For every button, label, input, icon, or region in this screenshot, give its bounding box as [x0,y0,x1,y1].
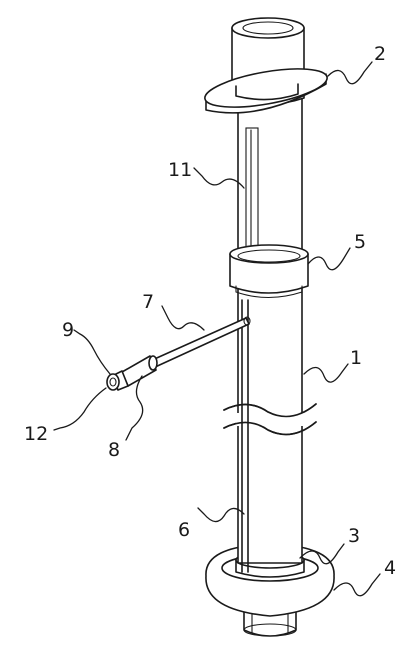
leader-12 [53,387,107,431]
sliding-sleeve [229,244,309,298]
top-flange [204,68,328,114]
label-4: 4 [384,557,396,579]
probe-arm [149,316,251,369]
label-11: 11 [168,159,192,181]
leader-11 [193,167,245,189]
leader-3 [299,543,345,565]
leader-5 [307,247,351,271]
label-8: 8 [108,439,120,461]
vertical-rod [241,299,249,573]
label-6: 6 [178,519,190,541]
label-9: 9 [62,319,74,341]
label-7: 7 [142,291,154,313]
probe-body [106,355,158,391]
label-2: 2 [374,43,386,65]
label-5: 5 [354,231,366,253]
leader-8 [125,375,144,441]
leader-4 [333,573,381,597]
label-1: 1 [350,347,362,369]
leader-1 [303,363,349,383]
label-12: 12 [24,423,48,445]
label-3: 3 [348,525,360,547]
leader-6 [197,507,245,523]
leader-9 [73,329,111,375]
leader-7 [161,305,205,331]
scale-slot [245,127,259,259]
leader-2 [327,61,373,85]
